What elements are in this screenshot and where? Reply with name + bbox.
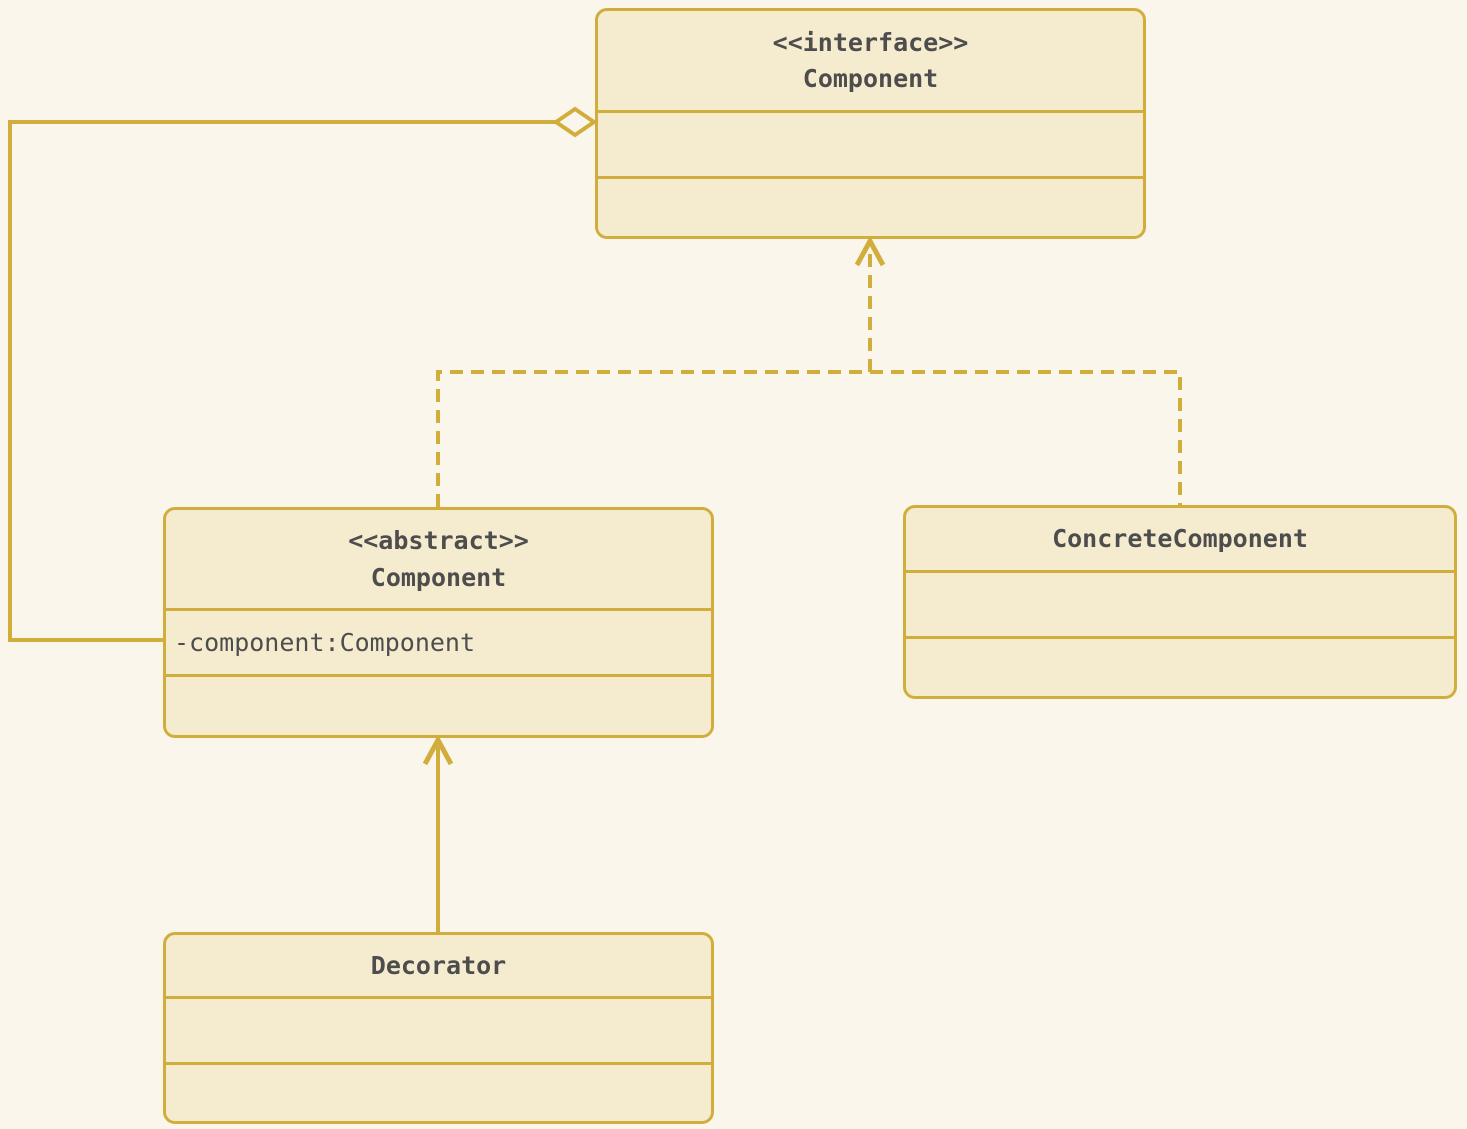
class-box-abstract-component[interactable]: <<abstract>> Component -component:Compon… (163, 507, 714, 738)
aggregation-diamond-icon (552, 106, 598, 138)
class-stereotype: <<interface>> (772, 27, 969, 57)
attribute-item: -component:Component (174, 628, 476, 657)
realization-edge[interactable] (436, 370, 1182, 507)
attributes-compartment (166, 996, 711, 1062)
inheritance-arrowhead-icon (422, 734, 454, 766)
attributes-compartment: -component:Component (166, 608, 711, 674)
class-stereotype: <<abstract>> (348, 526, 529, 555)
class-header: <<interface>> Component (598, 11, 1143, 110)
attributes-compartment (906, 570, 1454, 636)
class-name: Decorator (370, 950, 507, 980)
class-header: Decorator (166, 935, 711, 996)
methods-compartment (166, 674, 711, 735)
class-box-interface-component[interactable]: <<interface>> Component (595, 8, 1146, 239)
methods-compartment (166, 1062, 711, 1121)
realization-arrowhead-icon (854, 235, 886, 267)
class-box-decorator[interactable]: Decorator (163, 932, 714, 1124)
class-header: ConcreteComponent (906, 508, 1454, 570)
class-name: Component (802, 64, 939, 93)
class-header: <<abstract>> Component (166, 510, 711, 608)
class-name: ConcreteComponent (1052, 524, 1308, 554)
methods-compartment (598, 176, 1143, 236)
methods-compartment (906, 636, 1454, 696)
class-box-concrete-component[interactable]: ConcreteComponent (903, 505, 1457, 699)
aggregation-edge[interactable] (8, 120, 556, 642)
class-name: Component (370, 562, 507, 592)
attributes-compartment (598, 110, 1143, 176)
